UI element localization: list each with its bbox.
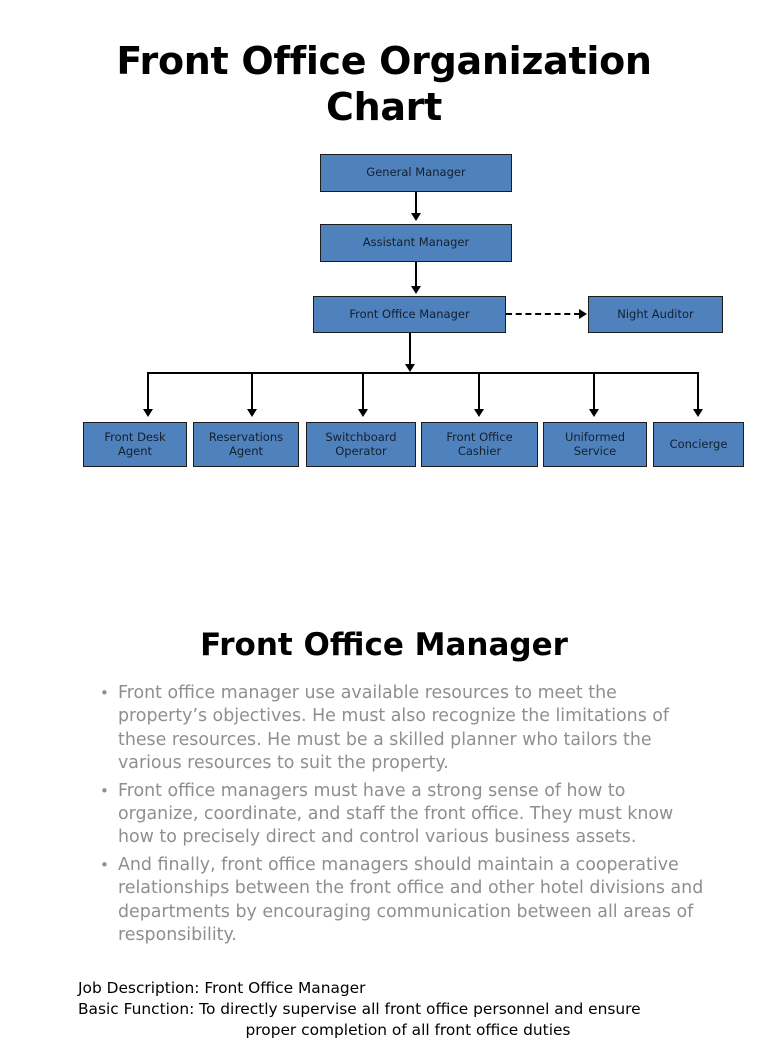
list-item-text: Front office manager use available resou… bbox=[118, 683, 670, 774]
org-node-switchboard-operator[interactable]: Switchboard Operator bbox=[306, 422, 416, 467]
connector-am-to-fom-line bbox=[415, 262, 417, 287]
org-node-front-office-cashier[interactable]: Front Office Cashier bbox=[421, 422, 538, 467]
connector-gm-to-am-arrow bbox=[411, 213, 421, 221]
org-node-front-office-manager-label: Front Office Manager bbox=[349, 306, 470, 321]
org-node-concierge[interactable]: Concierge bbox=[653, 422, 744, 467]
org-node-uniformed-service-label: Uniformed Service bbox=[564, 430, 626, 458]
basic-function-continuation-line: proper completion of all front office du… bbox=[245, 1021, 571, 1039]
org-node-front-office-cashier-label: Front Office Cashier bbox=[446, 430, 513, 458]
connector-gm-to-am-line bbox=[415, 192, 417, 214]
connector-am-to-fom-arrow bbox=[411, 286, 421, 294]
connector-drop-arrow-2 bbox=[247, 409, 257, 417]
connector-drop-line-1 bbox=[147, 372, 149, 410]
bullet-marker-icon: • bbox=[100, 855, 109, 874]
org-node-front-office-manager[interactable]: Front Office Manager bbox=[313, 296, 506, 333]
job-description-footer: Job Description: Front Office Manager Ba… bbox=[78, 978, 738, 1041]
org-node-front-desk-agent[interactable]: Front Desk Agent bbox=[83, 422, 187, 467]
bullet-marker-icon: • bbox=[100, 781, 109, 800]
org-node-general-manager[interactable]: General Manager bbox=[320, 154, 512, 192]
org-node-uniformed-service[interactable]: Uniformed Service bbox=[543, 422, 647, 467]
connector-fom-to-night-auditor-arrow bbox=[579, 309, 587, 319]
connector-drop-arrow-1 bbox=[143, 409, 153, 417]
basic-function-line: Basic Function: To directly supervise al… bbox=[78, 1000, 641, 1018]
list-item-text: Front office managers must have a strong… bbox=[118, 780, 674, 848]
list-item: • And finally, front office managers sho… bbox=[96, 854, 708, 948]
org-node-general-manager-label: General Manager bbox=[366, 165, 466, 180]
connector-fom-stem-line bbox=[409, 333, 411, 365]
connector-drop-line-2 bbox=[251, 372, 253, 410]
org-node-assistant-manager-label: Assistant Manager bbox=[362, 235, 470, 250]
bullet-marker-icon: • bbox=[100, 684, 109, 702]
connector-drop-arrow-4 bbox=[474, 409, 484, 417]
connector-drop-line-5 bbox=[593, 372, 595, 410]
list-item-text: And finally, front office managers shoul… bbox=[118, 854, 704, 946]
org-node-front-desk-agent-label: Front Desk Agent bbox=[104, 430, 166, 458]
connector-drop-arrow-5 bbox=[589, 409, 599, 417]
org-node-reservations-agent-label: Reservations Agent bbox=[208, 430, 284, 458]
org-chart-slide: Front Office Organization Chart General … bbox=[83, 39, 744, 467]
connector-fom-stem-arrow bbox=[405, 364, 415, 372]
org-node-assistant-manager[interactable]: Assistant Manager bbox=[320, 224, 512, 262]
org-node-concierge-label: Concierge bbox=[669, 436, 728, 451]
org-node-night-auditor-label: Night Auditor bbox=[617, 306, 694, 321]
org-node-reservations-agent[interactable]: Reservations Agent bbox=[193, 422, 299, 467]
connector-horizontal-bus bbox=[147, 372, 699, 374]
list-item: • Front office manager use available res… bbox=[96, 682, 708, 776]
connector-drop-arrow-3 bbox=[358, 409, 368, 417]
description-title: Front Office Manager bbox=[200, 627, 568, 663]
list-item: • Front office managers must have a stro… bbox=[96, 780, 708, 850]
front-office-manager-slide: Front Office Manager • Front office mana… bbox=[0, 600, 768, 1039]
connector-drop-line-3 bbox=[362, 372, 364, 410]
org-node-night-auditor[interactable]: Night Auditor bbox=[588, 296, 723, 333]
org-chart-title: Front Office Organization Chart bbox=[116, 39, 652, 129]
connector-drop-arrow-6 bbox=[693, 409, 703, 417]
bullet-list: • Front office manager use available res… bbox=[96, 682, 708, 951]
connector-drop-line-4 bbox=[478, 372, 480, 410]
org-node-switchboard-operator-label: Switchboard Operator bbox=[325, 430, 397, 458]
connector-fom-to-night-auditor-dashed-line bbox=[506, 313, 580, 315]
connector-drop-line-6 bbox=[697, 372, 699, 410]
job-description-line: Job Description: Front Office Manager bbox=[78, 979, 366, 997]
